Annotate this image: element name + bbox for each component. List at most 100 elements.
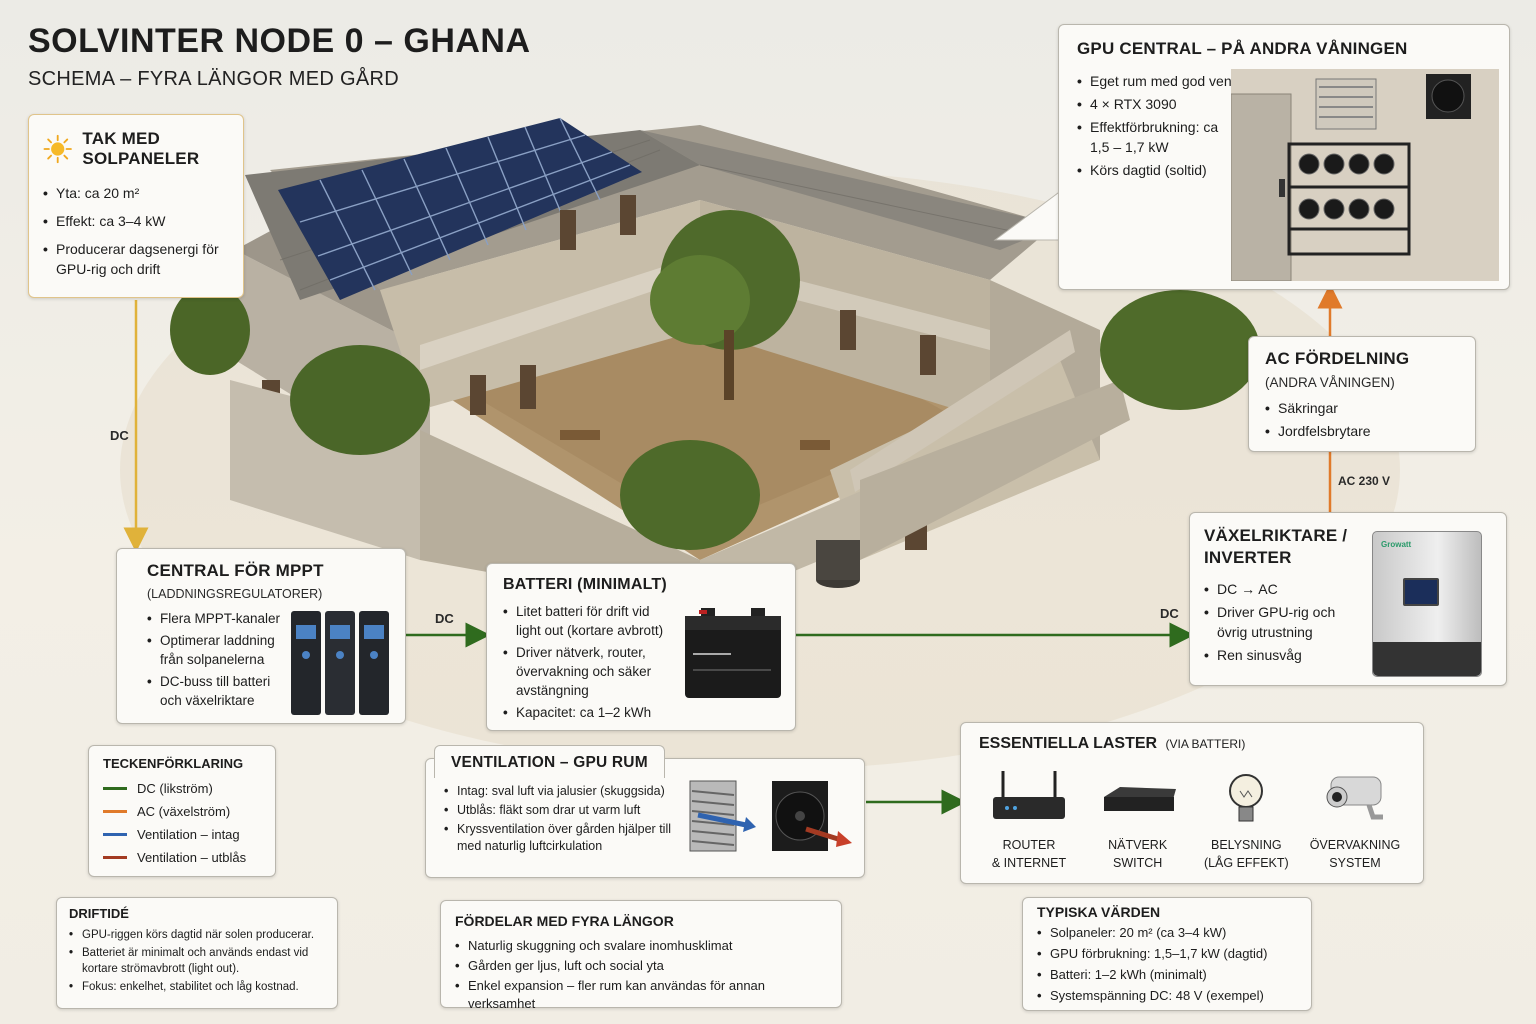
legend-swatch-dc — [103, 787, 127, 790]
list-item: Jordfelsbrytare — [1265, 421, 1459, 441]
switch-icon — [1103, 787, 1176, 811]
list-item: Gården ger ljus, luft och social yta — [455, 957, 827, 975]
list-item: Fokus: enkelhet, stabilitet och låg kost… — [69, 979, 325, 995]
list-item: Körs dagtid (soltid) — [1077, 160, 1237, 180]
benefits-box: FÖRDELAR MED FYRA LÄNGOR Naturlig skuggn… — [440, 900, 842, 1011]
load-label: ROUTER — [1002, 838, 1056, 852]
list-item: Ren sinusvåg — [1204, 645, 1364, 665]
load-label: NÄTVERK — [1108, 838, 1168, 852]
page-subtitle: SCHEMA – FYRA LÄNGOR MED GÅRD — [28, 68, 399, 90]
list-item: GPU förbrukning: 1,5–1,7 kW (dagtid) — [1037, 945, 1297, 963]
gpu-list: Eget rum med god ventilation 4 × RTX 309… — [1077, 71, 1272, 180]
roof-list: Yta: ca 20 m² Effekt: ca 3–4 kW Producer… — [43, 183, 229, 279]
list-item: Systemspänning DC: 48 V (exempel) — [1037, 987, 1297, 1005]
list-item: 4 × RTX 3090 — [1077, 94, 1237, 114]
list-item: Naturlig skuggning och svalare inomhuskl… — [455, 937, 827, 955]
mppt-subtitle: (LADDNINGSREGULATORER) — [147, 587, 323, 601]
benefits-title: FÖRDELAR MED FYRA LÄNGOR — [455, 913, 674, 929]
dc-label-inverter: DC — [1160, 606, 1179, 621]
load-item-lighting: BELYSNING (LÅG EFFEKT) — [1196, 767, 1296, 872]
essential-loads-box: ESSENTIELLA LASTER (VIA BATTERI) ROUTER … — [960, 722, 1424, 884]
legend-label: Ventilation – intag — [137, 827, 240, 842]
list-item: Solpaneler: 20 m² (ca 3–4 kW) — [1037, 924, 1297, 942]
camera-icon — [1326, 776, 1383, 820]
list-item: Batteriet är minimalt och används endast… — [69, 945, 325, 977]
load-item-router: ROUTER & INTERNET — [979, 767, 1079, 872]
router-icon — [993, 771, 1065, 819]
battery-box: BATTERI (MINIMALT) Litet batteri för dri… — [486, 563, 796, 731]
battery-list: Litet batteri för drift vid light out (k… — [503, 602, 669, 722]
mppt-box: CENTRAL FÖR MPPT (LADDNINGSREGULATORER) … — [116, 548, 406, 724]
load-label: & INTERNET — [991, 856, 1067, 870]
louver-icon — [689, 780, 737, 852]
mppt-title: CENTRAL FÖR MPPT — [147, 561, 324, 580]
list-item: Flera MPPT-kanaler — [147, 609, 287, 628]
inverter-brand: Growatt — [1381, 540, 1412, 549]
mppt-controllers-icon — [291, 611, 389, 715]
legend-label: DC (likström) — [137, 781, 213, 796]
ac-dist-title: AC FÖRDELNING — [1265, 349, 1410, 368]
load-label: (LÅG EFFEKT) — [1203, 856, 1289, 870]
essential-title: ESSENTIELLA LASTER — [979, 735, 1158, 752]
ventilation-icons — [689, 780, 852, 852]
dc-label-mppt: DC — [435, 611, 454, 626]
inverter-list: DC → AC Driver GPU-rig och övrig utrustn… — [1204, 579, 1364, 665]
list-item: DC → AC — [1204, 579, 1364, 599]
mppt-list: Flera MPPT-kanaler Optimerar laddning fr… — [147, 609, 287, 710]
list-item: Batteri: 1–2 kWh (minimalt) — [1037, 966, 1297, 984]
list-item: Yta: ca 20 m² — [43, 183, 229, 203]
inverter-device-icon: Growatt — [1372, 531, 1482, 677]
load-item-surveillance: ÖVERVAKNING SYSTEM — [1305, 767, 1405, 872]
legend-label: Ventilation – utblås — [137, 850, 247, 865]
load-label: SYSTEM — [1329, 856, 1381, 870]
list-item: Driver GPU-rig och övrig utrustning — [1204, 602, 1364, 642]
page-title: SOLVINTER NODE 0 – GHANA — [28, 22, 531, 60]
battery-title: BATTERI (MINIMALT) — [503, 576, 667, 593]
list-item: Utblås: fläkt som drar ut varm luft — [444, 802, 692, 819]
typical-list: Solpaneler: 20 m² (ca 3–4 kW) GPU förbru… — [1037, 924, 1297, 1005]
legend-box: TECKENFÖRKLARING DC (likström) AC (växel… — [88, 745, 276, 877]
operation-title: DRIFTIDÉ — [69, 906, 129, 921]
operation-list: GPU-riggen körs dagtid när solen produce… — [69, 927, 325, 995]
essential-loads-row: ROUTER & INTERNET NÄTVERK SWITCH BELYSNI… — [979, 767, 1405, 872]
legend-title: TECKENFÖRKLARING — [103, 756, 244, 771]
list-item: Enkel expansion – fler rum kan användas … — [455, 977, 827, 1013]
typical-title: TYPISKA VÄRDEN — [1037, 904, 1161, 920]
legend-swatch-ac — [103, 810, 127, 813]
ac-dist-list: Säkringar Jordfelsbrytare — [1265, 398, 1459, 441]
load-label: SWITCH — [1113, 856, 1163, 870]
legend-swatch-exhaust — [103, 856, 127, 859]
legend-item-intake: Ventilation – intag — [103, 827, 261, 842]
inverter-title: VÄXELRIKTARE / INVERTER — [1204, 526, 1348, 567]
ventilation-title-tab: VENTILATION – GPU RUM — [434, 745, 665, 778]
list-item: DC-buss till batteri och växelriktare — [147, 672, 287, 710]
gpu-room-illustration — [1231, 69, 1499, 281]
benefits-list: Naturlig skuggning och svalare inomhuskl… — [455, 937, 827, 1013]
dc-label-solar: DC — [110, 428, 129, 443]
gpu-central-box: GPU CENTRAL – PÅ ANDRA VÅNINGEN Eget rum… — [1058, 24, 1510, 290]
ac-dist-subtitle: (ANDRA VÅNINGEN) — [1265, 375, 1395, 390]
list-item: Driver nätverk, router, övervakning och … — [503, 643, 669, 700]
ac-label: AC 230 V — [1338, 474, 1391, 488]
ac-distribution-box: AC FÖRDELNING (ANDRA VÅNINGEN) Säkringar… — [1248, 336, 1476, 452]
list-item: Kapacitet: ca 1–2 kWh — [503, 703, 706, 722]
gpu-title: GPU CENTRAL – PÅ ANDRA VÅNINGEN — [1077, 39, 1408, 58]
ventilation-list: Intag: sval luft via jalusier (skuggsida… — [444, 783, 692, 855]
list-item: Kryssventilation över gården hjälper til… — [444, 821, 692, 855]
roof-title: TAK MED SOLPANELER — [82, 129, 200, 168]
sun-icon — [43, 134, 72, 164]
load-label: BELYSNING — [1211, 838, 1282, 852]
list-item: GPU-riggen körs dagtid när solen produce… — [69, 927, 325, 943]
bulb-icon — [1229, 774, 1264, 822]
legend-item-dc: DC (likström) — [103, 781, 261, 796]
list-item: Litet batteri för drift vid light out (k… — [503, 602, 669, 640]
inverter-box: VÄXELRIKTARE / INVERTER DC → AC Driver G… — [1189, 512, 1507, 686]
typical-values-box: TYPISKA VÄRDEN Solpaneler: 20 m² (ca 3–4… — [1022, 897, 1312, 1011]
list-item: Optimerar laddning från solpanelerna — [147, 631, 287, 669]
list-item: Producerar dagsenergi för GPU-rig och dr… — [43, 239, 229, 279]
legend-label: AC (växelström) — [137, 804, 231, 819]
fan-icon — [772, 781, 828, 851]
list-item: Intag: sval luft via jalusier (skuggsida… — [444, 783, 692, 800]
